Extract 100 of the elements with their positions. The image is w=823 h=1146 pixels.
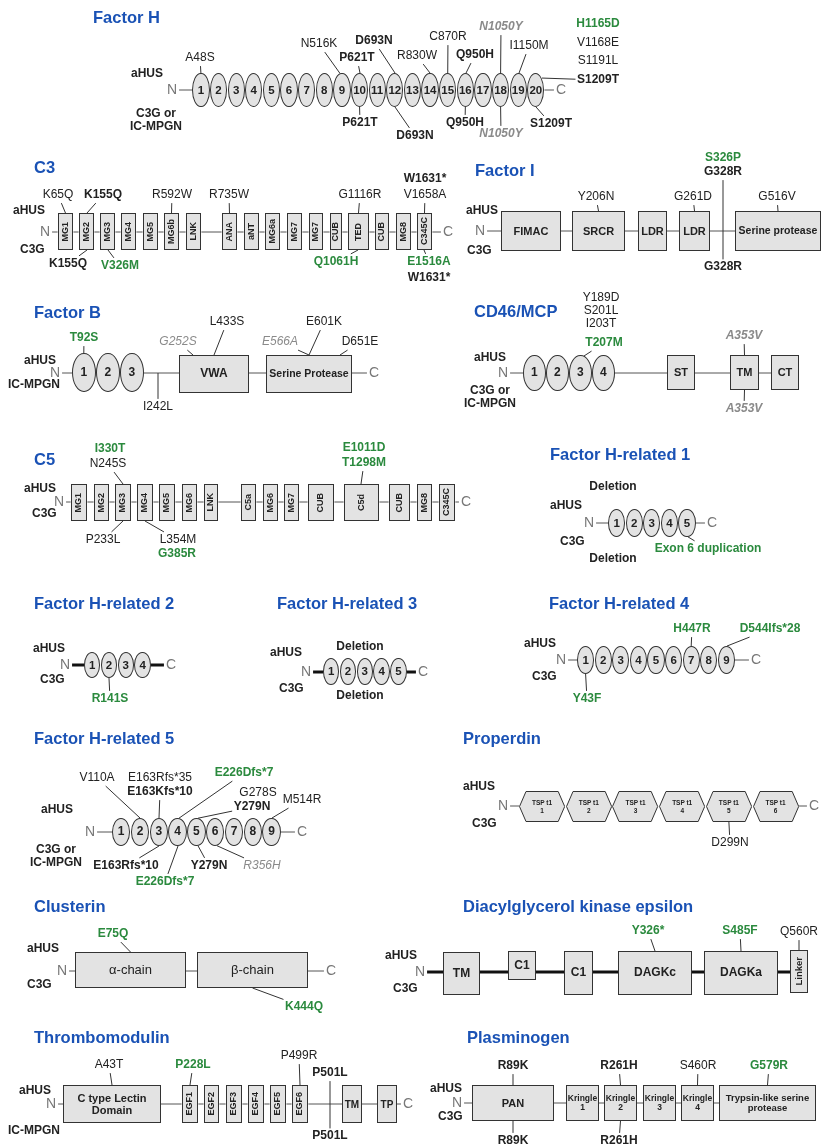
domain-box: TM	[443, 952, 480, 995]
leader-line	[108, 677, 111, 692]
disease-label: aHUS	[131, 67, 163, 81]
backbone-line	[396, 1103, 402, 1105]
leader-line	[447, 44, 449, 74]
mutation-label: G516V	[758, 190, 796, 204]
section-title: Factor I	[475, 160, 535, 180]
domain-box: MG6b	[163, 213, 180, 250]
backbone-line	[298, 501, 309, 503]
section-title: CD46/MCP	[474, 301, 558, 321]
mutation-label: I330T	[94, 442, 126, 456]
mutation-label: T92S	[69, 331, 99, 345]
domain-box: Kringle 2	[604, 1085, 637, 1121]
leader-line	[583, 350, 593, 357]
mutation-label: Y43F	[572, 692, 602, 706]
backbone-line	[86, 501, 95, 503]
backbone-line	[258, 231, 266, 233]
disease-label: C3G	[438, 1110, 463, 1124]
leader-line	[535, 106, 545, 117]
mutation-label: V326M	[101, 259, 139, 273]
leader-line	[83, 345, 85, 354]
backbone-line	[285, 1103, 293, 1105]
domain-box: C type Lectin Domain	[63, 1085, 161, 1123]
domain-oval: 17	[474, 73, 492, 107]
domain-oval: 3	[149, 818, 168, 846]
domain-oval: 16	[456, 73, 474, 107]
terminus-label: C	[442, 224, 454, 240]
backbone-line	[798, 805, 808, 807]
disease-label: C3G	[560, 535, 585, 549]
mutation-label: N1050Y	[479, 20, 523, 34]
domain-oval: 12	[386, 73, 404, 107]
domain-box: MG1	[57, 213, 74, 250]
backbone-line	[93, 231, 101, 233]
leader-line	[726, 636, 751, 647]
leader-line	[596, 204, 599, 212]
domain-box: Kringle 3	[643, 1085, 676, 1121]
domain-oval: 1	[608, 509, 626, 537]
backbone-line	[692, 970, 704, 974]
mutation-label: Q950H	[456, 48, 494, 62]
domain-box: DAGKc	[618, 951, 692, 995]
domain-oval: 1	[577, 646, 595, 674]
domain-box: TED	[347, 213, 370, 250]
mutation-label: G261D	[674, 190, 712, 204]
leader-line	[189, 1072, 193, 1086]
backbone-line	[150, 663, 164, 667]
domain-box: CT	[771, 355, 799, 390]
backbone-line	[361, 1103, 378, 1105]
leader-line	[423, 249, 427, 255]
mutation-label: R735W	[209, 188, 249, 202]
leader-line	[358, 65, 361, 74]
mutation-label: N1050Y	[479, 127, 523, 141]
leader-line	[743, 389, 745, 402]
domain-box: MG3	[114, 484, 132, 521]
mutation-label: I203T	[585, 317, 617, 331]
domain-box: EGF4	[247, 1085, 265, 1123]
leader-line	[157, 372, 159, 400]
section-title: C5	[34, 449, 56, 469]
mutation-label: V1168E	[577, 36, 619, 50]
domain-box: β-chain	[197, 952, 308, 988]
mutation-label: Y279N	[233, 800, 271, 814]
domain-box: C1	[508, 951, 536, 980]
section-title: Factor H-related 1	[550, 444, 691, 464]
disease-label: aHUS	[13, 204, 45, 218]
terminus-label: N	[45, 1096, 57, 1112]
backbone-line	[431, 231, 442, 233]
leader-line	[378, 48, 396, 74]
domain-oval: 1	[72, 353, 96, 392]
domain-oval: 1	[192, 73, 210, 107]
mutation-label: E226Dfs*7	[135, 875, 195, 889]
disease-label: aHUS	[41, 803, 73, 817]
mutation-label: T207M	[585, 336, 623, 350]
leader-line	[360, 470, 364, 485]
domain-oval: 7	[298, 73, 316, 107]
backbone-line	[734, 659, 750, 661]
backbone-line	[666, 230, 680, 232]
disease-label: aHUS	[466, 204, 498, 218]
disease-label: aHUS	[270, 646, 302, 660]
domain-box: MG2	[93, 484, 110, 521]
domain-box: LNK	[203, 484, 219, 521]
section-title: Factor H	[93, 7, 160, 27]
terminus-label: N	[39, 224, 51, 240]
disease-label: C3G	[467, 244, 492, 258]
backbone-line	[218, 1103, 227, 1105]
domain-oval: 2	[209, 73, 228, 107]
leader-line	[722, 179, 724, 260]
disease-label: aHUS	[430, 1082, 462, 1096]
mutation-label: S460R	[679, 1059, 717, 1073]
backbone-line	[255, 501, 264, 503]
section-title: Factor H-related 5	[34, 728, 175, 748]
domain-oval: 6	[206, 818, 225, 846]
leader-line	[86, 202, 97, 214]
terminus-label: C	[417, 664, 429, 680]
mutation-label: Q560R	[780, 925, 818, 939]
mutation-label: R830W	[397, 49, 437, 63]
terminus-label: C	[808, 798, 820, 814]
leader-line	[271, 807, 289, 819]
backbone-line	[409, 501, 418, 503]
backbone-line	[553, 1102, 567, 1104]
backbone-line	[368, 231, 376, 233]
backbone-line	[114, 231, 122, 233]
